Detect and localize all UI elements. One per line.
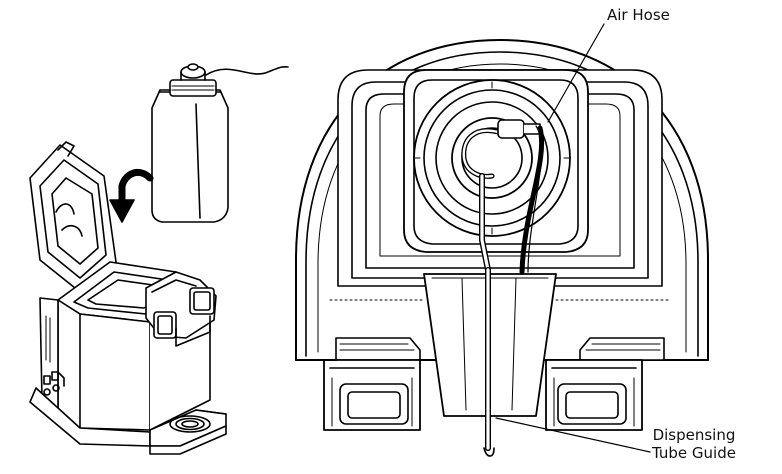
right-latch [546, 338, 664, 430]
machine-body [30, 262, 210, 446]
bottle-cap-rings [414, 80, 570, 236]
curved-arrow-icon [110, 172, 150, 222]
bottle-tube [206, 67, 288, 75]
dispensing-tube-guide [424, 270, 556, 448]
dispensing-tube-guide-label-line1: Dispensing [652, 426, 736, 444]
callout-lines [496, 24, 650, 452]
air-hose-leader-line [548, 24, 604, 122]
machine-lid [30, 142, 116, 292]
bottle [152, 64, 228, 222]
air-hose-label: Air Hose [607, 6, 670, 24]
dispenser-front-view-illustration [296, 40, 708, 456]
drip-tray [150, 410, 226, 454]
machine-with-bottle-illustration [30, 64, 288, 454]
left-latch [324, 338, 420, 430]
dispensing-tube-guide-label-line2: Tube Guide [652, 444, 736, 462]
air-hose [498, 120, 542, 272]
machine-side-unit [146, 272, 216, 346]
dispensing-tube-guide-label: Dispensing Tube Guide [652, 426, 736, 462]
dispensing-tube-guide-leader-line [496, 418, 650, 452]
